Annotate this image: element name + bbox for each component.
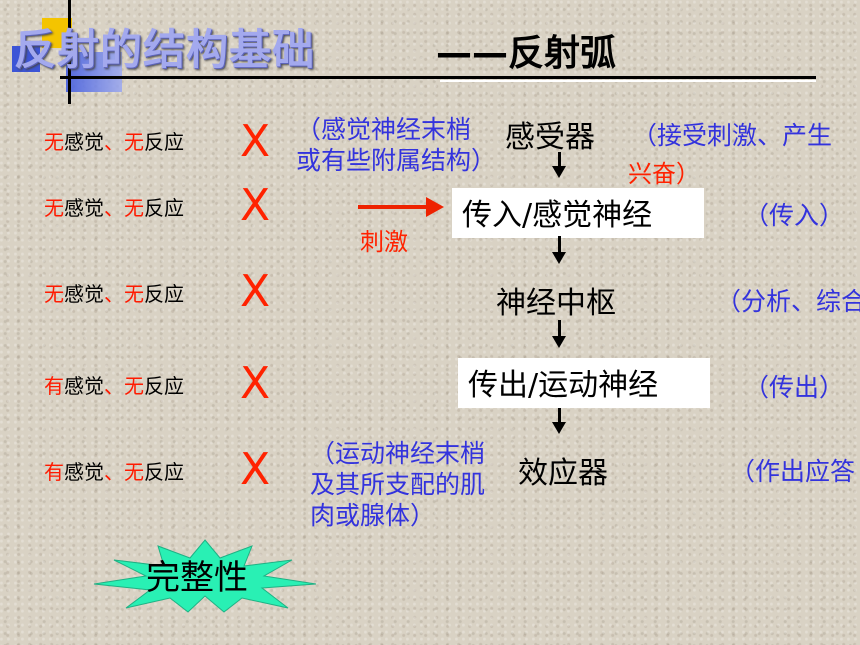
nerve-center-node: 神经中枢	[496, 286, 616, 321]
stimulus-arrow-icon	[426, 197, 444, 217]
down-arrow-icon	[558, 236, 561, 254]
slide-subtitle: ——反射弧	[436, 33, 617, 74]
down-arrow-icon	[558, 152, 561, 168]
status-row: 无感觉、无反应	[44, 130, 184, 154]
cross-mark: X	[240, 358, 271, 409]
stimulus-arrow-icon	[358, 205, 428, 209]
cross-mark: X	[240, 116, 271, 167]
excitation-note: 兴奋）	[628, 160, 700, 188]
efferent-function-note: （传出）	[744, 373, 845, 402]
down-arrow-icon	[558, 320, 561, 338]
completeness-label: 完整性	[146, 558, 248, 598]
title-decoration-square	[42, 18, 72, 48]
slide-title: 反射的结构基础	[14, 25, 316, 74]
effector-function-note: （作出应答	[730, 457, 856, 486]
title-decoration-square	[12, 46, 40, 72]
afferent-neuron-box: 传入/感觉神经	[452, 188, 704, 238]
down-arrow-icon	[558, 408, 561, 424]
effector-node: 效应器	[518, 456, 608, 491]
down-arrow-icon	[552, 336, 566, 348]
status-row: 无感觉、无反应	[44, 196, 184, 220]
status-row: 有感觉、无反应	[44, 374, 184, 398]
title-decoration-line	[68, 0, 71, 104]
afferent-function-note: （传入）	[744, 201, 845, 230]
receptor-function-note: （接受刺激、产生	[632, 121, 833, 150]
receptor-node: 感受器	[505, 120, 595, 155]
down-arrow-icon	[552, 166, 566, 178]
cross-mark: X	[240, 266, 271, 317]
status-row: 无感觉、无反应	[44, 282, 184, 306]
center-function-note: （分析、综合	[716, 287, 860, 316]
status-row: 有感觉、无反应	[44, 460, 184, 484]
starburst-shape	[93, 539, 317, 613]
down-arrow-icon	[552, 252, 566, 264]
efferent-neuron-box: 传出/运动神经	[458, 358, 710, 408]
title-underline	[60, 76, 816, 79]
down-arrow-icon	[552, 422, 566, 434]
receptor-note: （感觉神经末梢 或有些附属结构）	[296, 115, 497, 175]
stimulus-label: 刺激	[360, 228, 408, 256]
title-decoration-square	[66, 52, 122, 92]
cross-mark: X	[240, 444, 271, 495]
cross-mark: X	[240, 180, 271, 231]
effector-note: （运动神经末梢 及其所支配的肌 肉或腺体）	[310, 439, 486, 530]
title-underline-highlight	[440, 80, 816, 82]
